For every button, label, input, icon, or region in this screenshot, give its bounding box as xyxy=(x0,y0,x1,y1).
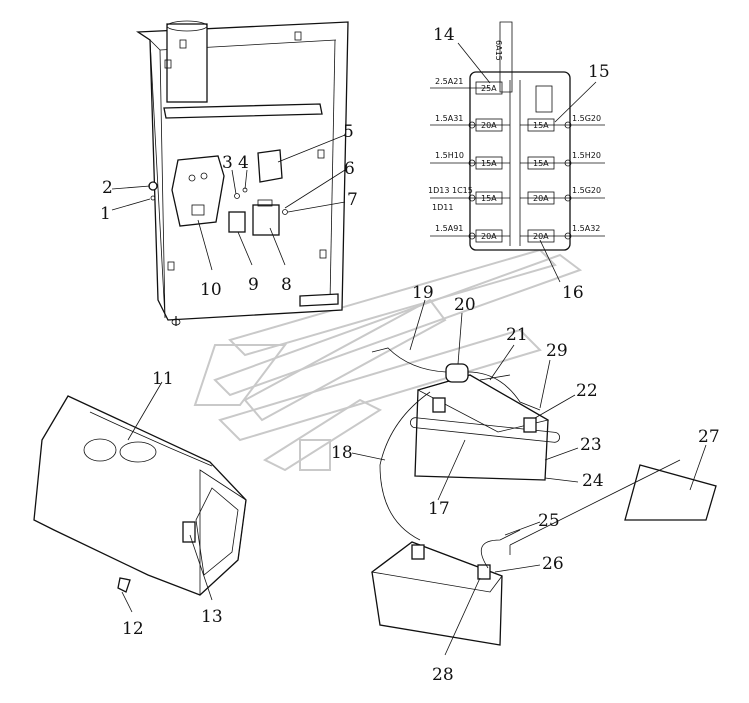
fuse-rating-left-4: 15A xyxy=(481,194,497,203)
callout-28: 28 xyxy=(432,665,454,685)
fuse-rating-right-1: 15A xyxy=(533,121,549,130)
fuse-wire-right-2: 1.5H20 xyxy=(572,151,601,160)
fuse-wire-left-5: 1D11 xyxy=(432,203,453,212)
callout-7: 7 xyxy=(347,190,358,210)
callout-24: 24 xyxy=(582,471,604,491)
callout-6: 6 xyxy=(344,159,355,179)
fuse-wire-left-1: 2.5A21 xyxy=(435,77,463,86)
fuse-wire-left-3: 1.5H10 xyxy=(435,151,464,160)
callout-11: 11 xyxy=(152,369,174,389)
callout-22: 22 xyxy=(576,381,598,401)
callout-numbers: 1 2 3 4 5 6 7 8 9 10 11 12 13 14 15 16 1… xyxy=(100,25,720,685)
fuse-rating-right-4: 20A xyxy=(533,232,549,241)
callout-12: 12 xyxy=(122,619,144,639)
callout-21: 21 xyxy=(506,325,528,345)
battery-1 xyxy=(371,347,561,541)
fuse-rating-left-1: 25A xyxy=(481,84,497,93)
watermark-logo xyxy=(193,248,583,472)
fuse-rating-left-2: 20A xyxy=(481,121,497,130)
fuse-box: 6A15 2.5A21 1.5A31 1.5H10 1D13 1C15 1D11… xyxy=(428,21,605,251)
fuse-wire-left-6: 1.5A91 xyxy=(435,224,463,233)
callout-16: 16 xyxy=(562,283,584,303)
callout-29: 29 xyxy=(546,341,568,361)
callout-27: 27 xyxy=(698,427,720,447)
fuse-rating-left-3: 15A xyxy=(481,159,497,168)
callout-9: 9 xyxy=(248,275,259,295)
callout-19: 19 xyxy=(412,283,434,303)
callout-17: 17 xyxy=(428,499,450,519)
callout-18: 18 xyxy=(331,443,353,463)
fuse-rating-right-2: 15A xyxy=(533,159,549,168)
callout-13: 13 xyxy=(201,607,223,627)
fuse-rating-right-3: 20A xyxy=(533,194,549,203)
fuse-rating-left-5: 20A xyxy=(481,232,497,241)
callout-8: 8 xyxy=(281,275,292,295)
callout-25: 25 xyxy=(538,511,560,531)
fuse-wire-right-1: 1.5G20 xyxy=(572,114,601,123)
callout-2: 2 xyxy=(102,178,113,198)
callout-3: 3 xyxy=(222,153,233,173)
callout-4: 4 xyxy=(238,153,249,173)
callout-1: 1 xyxy=(100,204,111,224)
callout-20: 20 xyxy=(454,295,476,315)
leader-lines xyxy=(111,42,707,656)
fuse-wire-left-4: 1D13 1C15 xyxy=(428,186,473,195)
fuse-wire-right-4: 1.5A32 xyxy=(572,224,600,233)
callout-14: 14 xyxy=(433,25,455,45)
fuse-wire-left-2: 1.5A31 xyxy=(435,114,463,123)
fuse-wire-top: 6A15 xyxy=(494,40,503,61)
callout-5: 5 xyxy=(343,122,354,142)
callout-26: 26 xyxy=(542,554,564,574)
callout-15: 15 xyxy=(588,62,610,82)
fuse-wire-right-3: 1.5G20 xyxy=(572,186,601,195)
battery-2 xyxy=(371,529,521,646)
electrical-cabinet xyxy=(135,20,349,326)
callout-10: 10 xyxy=(200,280,222,300)
callout-23: 23 xyxy=(580,435,602,455)
cover-plate xyxy=(509,459,717,546)
battery-box xyxy=(33,395,247,596)
